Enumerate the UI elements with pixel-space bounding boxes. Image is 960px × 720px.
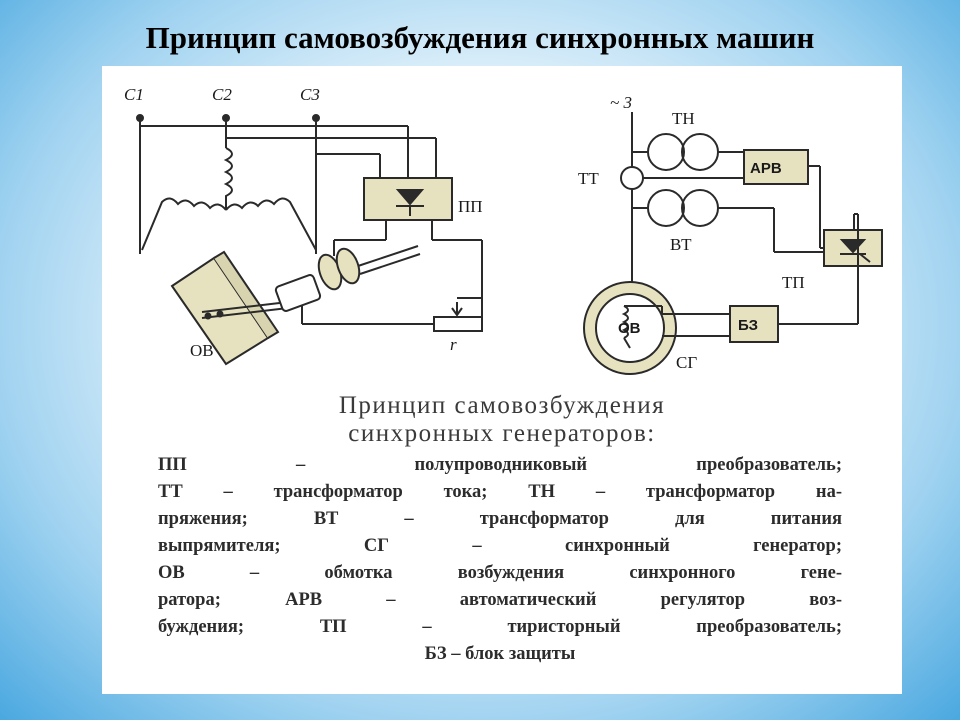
left-diagram [136,114,483,366]
label-bz: БЗ [738,317,758,334]
label-ov-right: ОВ [618,320,641,337]
label-ov-left: ОВ [190,341,214,360]
terminal-c3 [312,114,320,122]
label-sg: СГ [676,353,697,372]
winding-phase-b [223,147,233,210]
caption-heading-line-2: синхронных генераторов: [348,420,656,447]
label-arv: АРВ [750,160,782,177]
terminal-c2 [222,114,230,122]
caption-line-3: пряжения; ВТ – трансформатор для питания [158,509,842,529]
resistor-r [433,316,483,332]
slide-title: Принцип самовозбуждения синхронных машин [145,20,815,55]
winding-phase-a [141,197,227,251]
caption-heading: Принцип самовозбуждения синхронных генер… [102,392,902,448]
caption-line-5: ОВ – обмотка возбуждения синхронного ген… [158,563,842,583]
rotor-assembly [170,245,421,366]
circuit-diagrams: С1 С2 С3 ПП r ОВ ~ 3 ТН ТТ ВТ АРВ ТП БЗ … [124,85,883,375]
label-tt: ТТ [578,169,599,188]
label-vt: ВТ [670,235,692,254]
rectifier-transformer-vt-secondary [681,189,719,227]
field-winding-ov [621,305,629,339]
caption-line-1: ПП – полупроводниковый преобразователь; [158,455,842,475]
label-tn: ТН [672,109,695,128]
caption-line-6: ратора; АРВ – автоматический регулятор в… [158,590,842,610]
regulator-block-arv [743,149,809,185]
label-c3: С3 [300,85,320,104]
voltage-transformer-tn-secondary [681,133,719,171]
figure: С1 С2 С3 ПП r ОВ ~ 3 ТН ТТ ВТ АРВ ТП БЗ … [102,66,902,694]
label-c2: С2 [212,85,232,104]
caption-heading-line-1: Принцип самовозбуждения [338,392,666,419]
terminal-c1 [136,114,144,122]
caption-line-7: буждения; ТП – тиристорный преобразовате… [158,617,842,637]
label-supply: ~ 3 [610,93,632,112]
caption-line-2: ТТ – трансформатор тока; ТН – трансформа… [158,482,842,502]
right-diagram [583,112,883,375]
label-tp: ТП [782,273,805,292]
caption-body: ПП – полупроводниковый преобразователь; … [158,452,842,668]
winding-phase-c [225,197,317,251]
rectifier-transformer-vt-primary [647,189,685,227]
label-pp: ПП [458,197,483,216]
caption-line-8: БЗ – блок защиты [424,644,576,664]
caption-line-4: выпрямителя; СГ – синхронный генератор; [158,536,842,556]
diode-icon [395,189,425,206]
voltage-transformer-tn-primary [647,133,685,171]
rectifier-block-pp [363,177,453,221]
current-transformer-tt [620,166,644,190]
protection-block-bz [729,305,779,343]
label-r: r [450,335,457,354]
label-c1: С1 [124,85,144,104]
